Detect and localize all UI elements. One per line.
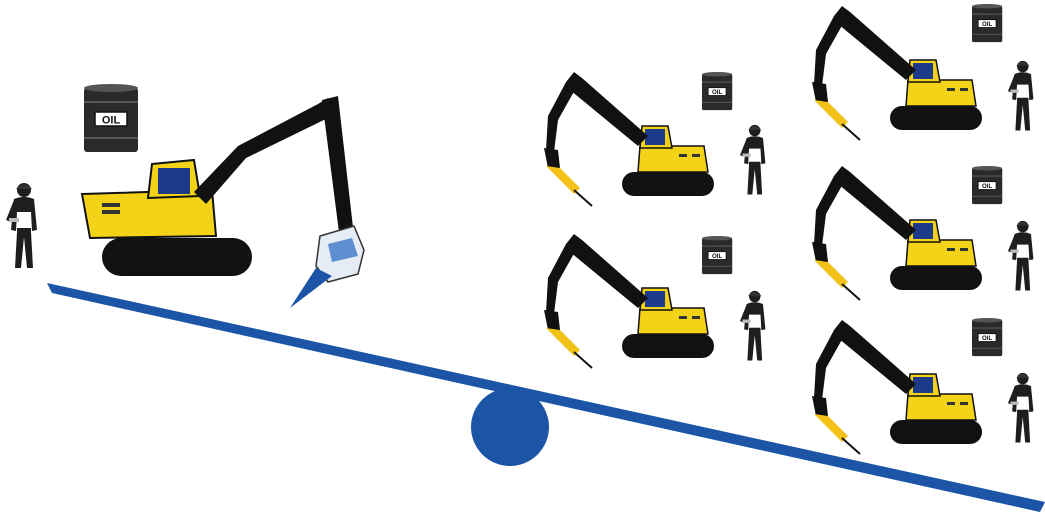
oil-barrel-icon [84, 84, 138, 152]
excavator-icon [812, 166, 982, 300]
left-group [6, 84, 364, 308]
oil-barrel-icon [702, 236, 732, 274]
worker-icon [740, 291, 765, 361]
excavator-icon [544, 72, 714, 206]
oil-barrel-icon [972, 4, 1002, 42]
oil-barrel-icon [972, 318, 1002, 356]
worker-icon [1008, 221, 1033, 291]
excavator-icon [544, 234, 714, 368]
worker-icon [740, 125, 765, 195]
worker-icon [1008, 373, 1033, 443]
worker-icon [1008, 61, 1033, 131]
excavator-icon [812, 320, 982, 454]
right-group [544, 4, 1033, 454]
worker-icon [6, 183, 37, 268]
excavator-icon [812, 6, 982, 140]
oil-barrel-icon [972, 166, 1002, 204]
oil-barrel-icon [702, 72, 732, 110]
